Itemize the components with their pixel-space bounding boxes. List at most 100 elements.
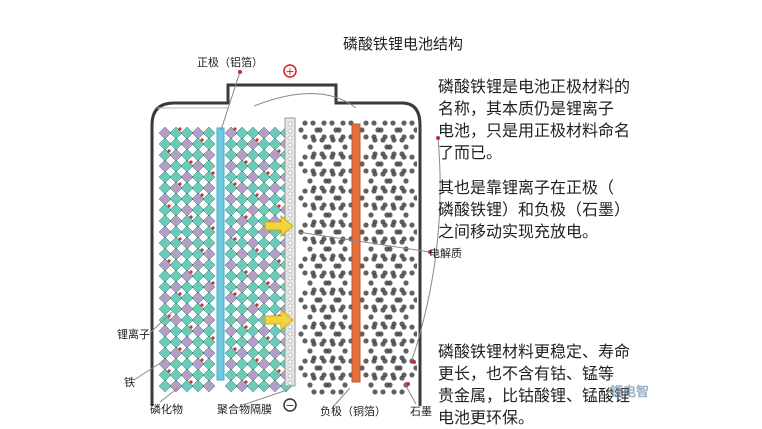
graphite-atom — [329, 154, 335, 160]
graphite-atom — [326, 178, 332, 184]
graphite-atom — [302, 202, 308, 208]
graphite-atom — [307, 382, 313, 388]
crystal-cell — [202, 258, 216, 272]
graphite-atom — [359, 195, 365, 201]
graphite-atom — [321, 358, 327, 364]
crystal-cell — [246, 335, 260, 349]
graphite-atom — [368, 212, 374, 218]
graphite-atom — [319, 307, 325, 313]
crystal-cell — [191, 170, 205, 184]
lithium-ion-dot — [277, 204, 281, 208]
minus-symbol: − — [285, 399, 294, 412]
graphite-atom — [409, 338, 415, 344]
crystal-cell — [268, 324, 282, 338]
graphite-atom — [302, 324, 308, 330]
graphite-atom — [310, 358, 316, 364]
graphite-atom — [319, 273, 325, 279]
graphite-atom — [371, 324, 377, 330]
crystal-cell — [268, 170, 282, 184]
aluminum-foil — [216, 127, 225, 381]
graphite-atom — [307, 280, 313, 286]
graphite-atom — [307, 212, 313, 218]
graphite-atom — [368, 144, 374, 150]
paragraph-mechanism: 其也是靠锂离子在正极（ 磷酸铁锂）和负极（石墨） 之间移动实现充放电。 — [438, 178, 631, 241]
lithium-ion-dot — [233, 347, 237, 351]
graphite-atom — [336, 331, 342, 337]
graphite-atom — [380, 273, 386, 279]
lithium-ion-dot — [244, 160, 248, 164]
crystal-cell — [202, 236, 216, 250]
graphite-atom — [380, 239, 386, 245]
graphite-atom — [409, 270, 415, 276]
graphite-atom — [368, 178, 374, 184]
graphite-atom — [298, 365, 304, 371]
graphite-atom — [390, 188, 396, 194]
crystal-cell — [202, 346, 216, 360]
graphite-atom — [399, 307, 405, 313]
crystal-cell — [158, 335, 172, 349]
graphite-atom — [380, 205, 386, 211]
crystal-cell — [180, 368, 194, 382]
crystal-cell — [169, 203, 183, 217]
graphite-atom — [390, 358, 396, 364]
graphite-atom — [310, 222, 316, 228]
graphite-atom — [371, 120, 377, 126]
crystal-cell — [158, 225, 172, 239]
graphite-atom — [317, 263, 323, 269]
lithium-ion-dot — [189, 215, 193, 219]
crystal-cell — [169, 280, 183, 294]
crystal-cell — [235, 247, 249, 261]
separator-pore — [287, 352, 293, 358]
graphite-atom — [372, 171, 378, 177]
crystal-cell — [180, 148, 194, 162]
graphite-atom — [336, 195, 342, 201]
crystal-cell — [235, 357, 249, 371]
graphite-atom — [387, 212, 393, 218]
crystal-cell — [202, 137, 216, 151]
graphite-atom — [401, 222, 407, 228]
crystal-cell — [257, 368, 271, 382]
battery-diagram: + − — [133, 64, 441, 412]
crystal-cell — [246, 236, 260, 250]
leader-lines — [133, 71, 441, 409]
graphite-atom — [382, 324, 388, 330]
crystal-cell — [224, 137, 238, 151]
graphite-atom — [302, 358, 308, 364]
graphite-atom — [319, 341, 325, 347]
label-negative-collector: 负极（铜箔） — [320, 405, 386, 418]
minus-terminal-icon: − — [283, 398, 297, 412]
graphite-atom — [391, 375, 397, 381]
graphite-atom — [378, 297, 384, 303]
graphite-atom — [302, 236, 308, 242]
graphite-atom — [310, 154, 316, 160]
graphite-atom — [321, 256, 327, 262]
crystal-cell — [169, 379, 183, 393]
crystal-cell — [202, 379, 216, 393]
lithium-ion-dot — [244, 270, 248, 274]
label-markers — [238, 70, 440, 386]
graphite-atom — [319, 137, 325, 143]
crystal-cell — [246, 291, 260, 305]
graphite-atom — [363, 154, 369, 160]
crystal-cell — [202, 368, 216, 382]
graphite-atom — [403, 280, 409, 286]
graphite-atom — [338, 341, 344, 347]
crystal-cell — [191, 225, 205, 239]
crystal-cell — [202, 313, 216, 327]
graphite-atom — [302, 270, 308, 276]
graphite-atom — [387, 178, 393, 184]
crystal-cell — [180, 236, 194, 250]
crystal-cell — [268, 291, 282, 305]
lithium-ion-dot — [200, 248, 204, 252]
crystal-cell — [268, 192, 282, 206]
graphite-atom — [311, 205, 317, 211]
graphite-atom — [397, 127, 403, 133]
graphite-atom — [326, 348, 332, 354]
crystal-cell — [158, 170, 172, 184]
graphite-atom — [380, 171, 386, 177]
graphite-atom — [368, 280, 374, 286]
crystal-cell — [180, 346, 194, 360]
graphite-atom — [401, 188, 407, 194]
crystal-cell — [224, 192, 238, 206]
graphite-atom — [359, 127, 365, 133]
